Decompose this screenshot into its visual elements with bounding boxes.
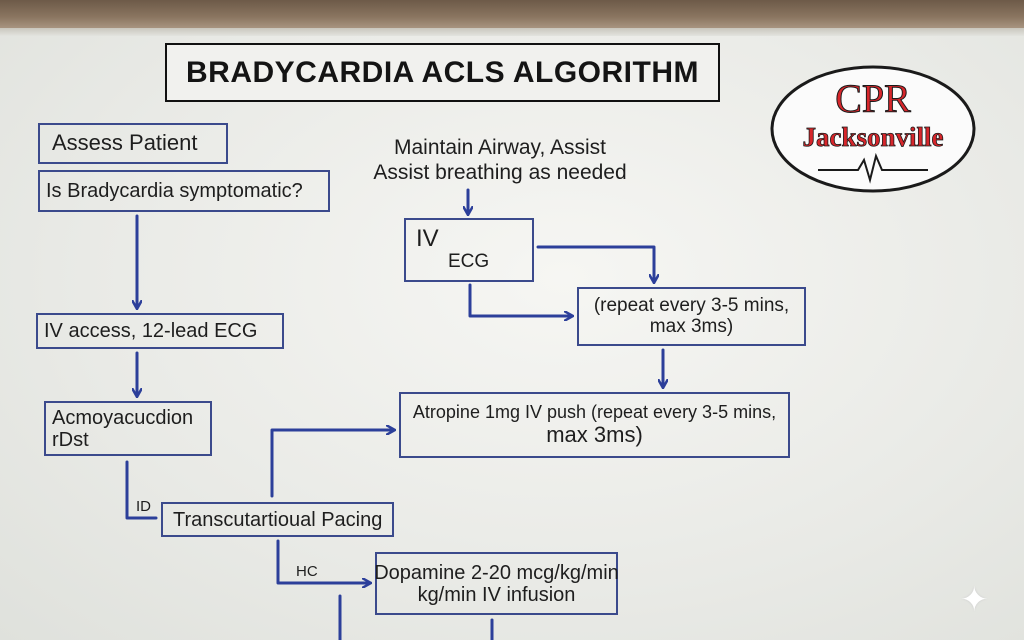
sparkle-icon: ✦ (960, 581, 989, 619)
iv-access-label: IV access, 12-lead ECG (44, 320, 258, 342)
page-title-text: BRADYCARDIA ACLS ALGORITHM (186, 55, 699, 89)
acmoyacucdion-box: Acmoyacucdion rDst (44, 401, 212, 456)
maintain-airway-text: Maintain Airway, Assist Assist breathing… (360, 135, 640, 185)
page-title: BRADYCARDIA ACLS ALGORITHM (165, 43, 720, 102)
acmoyacucdion-line2: rDst (52, 428, 89, 451)
arrow-ecg-to-repeat (468, 283, 572, 316)
board-frame-lip (0, 28, 1024, 36)
dopamine-line2: kg/min IV infusion (417, 583, 576, 606)
cpr-jacksonville-logo: CPR Jacksonville (770, 65, 976, 193)
hc-label: HC (296, 563, 318, 580)
atropine-box: Atropine 1mg IV push (repeat every 3-5 m… (399, 392, 790, 458)
acmoyacucdion-line1: Acmoyacucdion (52, 406, 194, 429)
maintain-airway-line1: Maintain Airway, Assist (393, 136, 607, 159)
repeat-box: (repeat every 3-5 mins, max 3ms) (577, 287, 806, 346)
board-frame-top (0, 0, 1024, 28)
maintain-airway-line2: Assist breathing as needed (373, 161, 627, 185)
symptomatic-question-label: Is Bradycardia symptomatic? (46, 180, 303, 202)
pacing-box: Transcutartioual Pacing (161, 502, 394, 537)
dopamine-box: Dopamine 2-20 mcg/kg/min kg/min IV infus… (374, 552, 619, 615)
arrow-pacing-to-atropine (270, 430, 394, 498)
iv-label: IV (416, 225, 439, 252)
symptomatic-question-box: Is Bradycardia symptomatic? (38, 170, 330, 212)
assess-patient-box: Assess Patient (38, 123, 228, 164)
assess-patient-label: Assess Patient (52, 130, 198, 156)
atropine-line1: Atropine 1mg IV push (repeat every 3-5 m… (412, 402, 777, 422)
repeat-line1: (repeat every 3-5 mins, (593, 294, 790, 316)
logo-line1: CPR (835, 76, 911, 121)
iv-ecg-box: IV ECG (404, 218, 534, 282)
dopamine-line1: Dopamine 2-20 mcg/kg/min (374, 561, 619, 584)
logo-line2: Jacksonville (802, 122, 943, 152)
ecg-label: ECG (448, 251, 490, 272)
arrow-box3-to-pacing (125, 460, 158, 520)
arrow-iv-to-repeat-top (536, 245, 654, 282)
atropine-line2: max 3ms) (546, 421, 643, 447)
id-label: ID (136, 498, 151, 515)
iv-access-box: IV access, 12-lead ECG (36, 313, 284, 349)
heartbeat-icon (818, 152, 928, 184)
repeat-line2: max 3ms) (649, 315, 734, 337)
arrow-pacing-to-dopamine (276, 539, 370, 583)
pacing-label: Transcutartioual Pacing (173, 508, 383, 531)
